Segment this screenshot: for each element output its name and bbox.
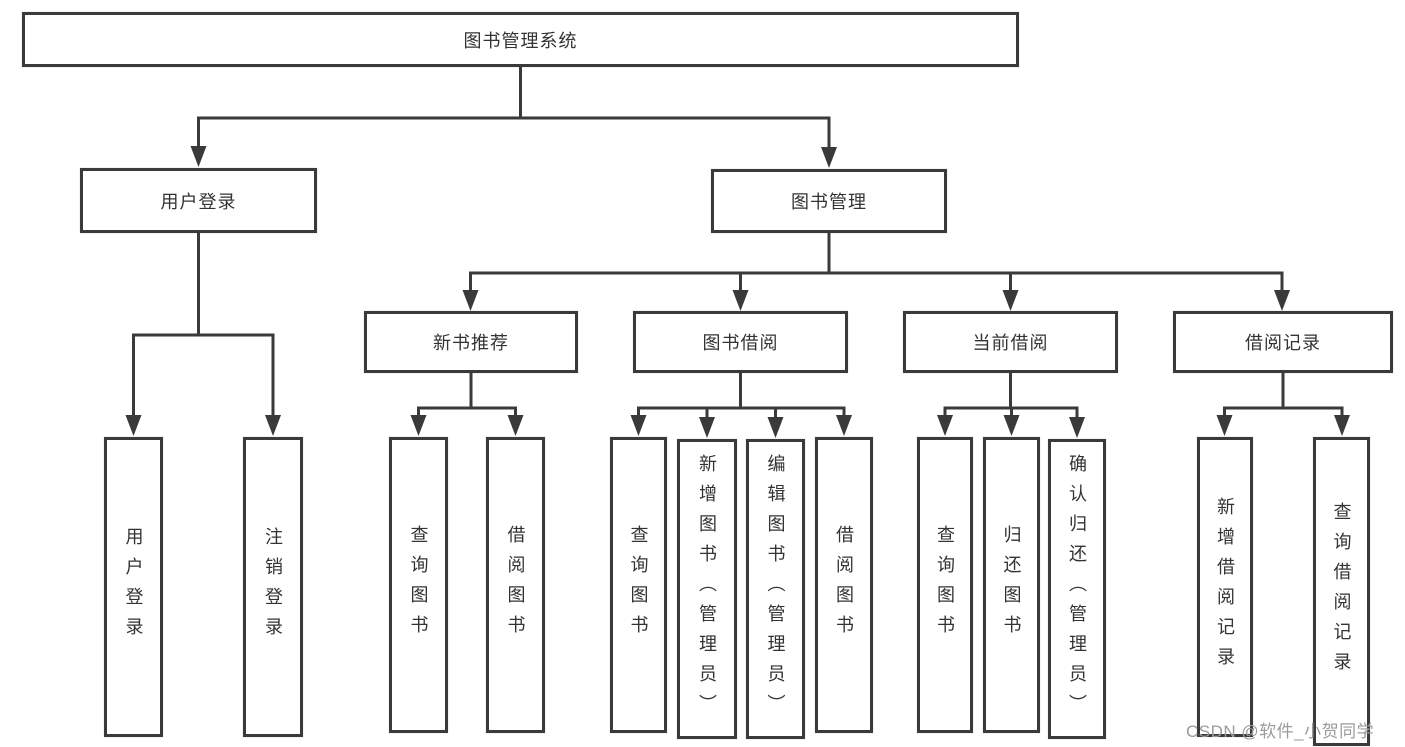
node-query-books-recommend: 查询图书: [389, 437, 448, 733]
node-library-system: 图书管理系统: [22, 12, 1019, 67]
node-book-management: 图书管理: [711, 169, 947, 233]
node-new-book-recommend: 新书推荐: [364, 311, 578, 373]
node-add-books-admin: 新增图书（管理员）: [677, 439, 737, 739]
node-edit-books-admin-label: 编辑图书（管理员）: [765, 454, 786, 724]
node-borrow-books-recommend-label: 借阅图书: [505, 525, 526, 645]
node-current-borrowing-label: 当前借阅: [972, 333, 1049, 353]
node-query-books-borrow: 查询图书: [610, 437, 667, 733]
node-add-borrow-record-label: 新增借阅记录: [1215, 497, 1235, 677]
node-query-borrow-record-label: 查询借阅记录: [1331, 501, 1352, 682]
node-new-book-recommend-label: 新书推荐: [433, 333, 509, 353]
node-edit-books-admin: 编辑图书（管理员）: [746, 439, 805, 739]
node-return-books: 归还图书: [983, 437, 1040, 733]
node-borrow-books-borrow-label: 借阅图书: [834, 525, 854, 645]
node-logout-leaf: 注销登录: [243, 437, 303, 737]
node-query-books-current-label: 查询图书: [935, 525, 955, 645]
node-current-borrowing: 当前借阅: [903, 311, 1118, 373]
node-add-books-admin-label: 新增图书（管理员）: [697, 454, 717, 724]
node-query-books-recommend-label: 查询图书: [408, 525, 429, 645]
node-borrowing-records: 借阅记录: [1173, 311, 1393, 373]
node-book-borrowing-label: 图书借阅: [702, 333, 779, 353]
node-library-system-label: 图书管理系统: [463, 30, 578, 51]
node-logout-leaf-label: 注销登录: [263, 527, 283, 647]
node-user-login: 用户登录: [80, 168, 317, 233]
node-query-books-current: 查询图书: [917, 437, 973, 733]
node-query-borrow-record: 查询借阅记录: [1313, 437, 1370, 746]
node-book-management-label: 图书管理: [791, 192, 867, 212]
watermark: CSDN @软件_小贺同学: [1186, 722, 1375, 741]
node-user-login-leaf: 用户登录: [104, 437, 163, 737]
node-add-borrow-record: 新增借阅记录: [1197, 437, 1253, 737]
node-return-books-label: 归还图书: [1001, 525, 1022, 645]
node-borrow-books-borrow: 借阅图书: [815, 437, 873, 733]
node-user-login-leaf-label: 用户登录: [123, 527, 144, 647]
node-confirm-return-admin-label: 确认归还（管理员）: [1067, 454, 1087, 724]
node-borrowing-records-label: 借阅记录: [1245, 333, 1321, 353]
node-query-books-borrow-label: 查询图书: [628, 525, 649, 645]
node-borrow-books-recommend: 借阅图书: [486, 437, 545, 733]
node-user-login-label: 用户登录: [160, 191, 237, 212]
node-book-borrowing: 图书借阅: [633, 311, 848, 373]
node-confirm-return-admin: 确认归还（管理员）: [1048, 439, 1106, 739]
